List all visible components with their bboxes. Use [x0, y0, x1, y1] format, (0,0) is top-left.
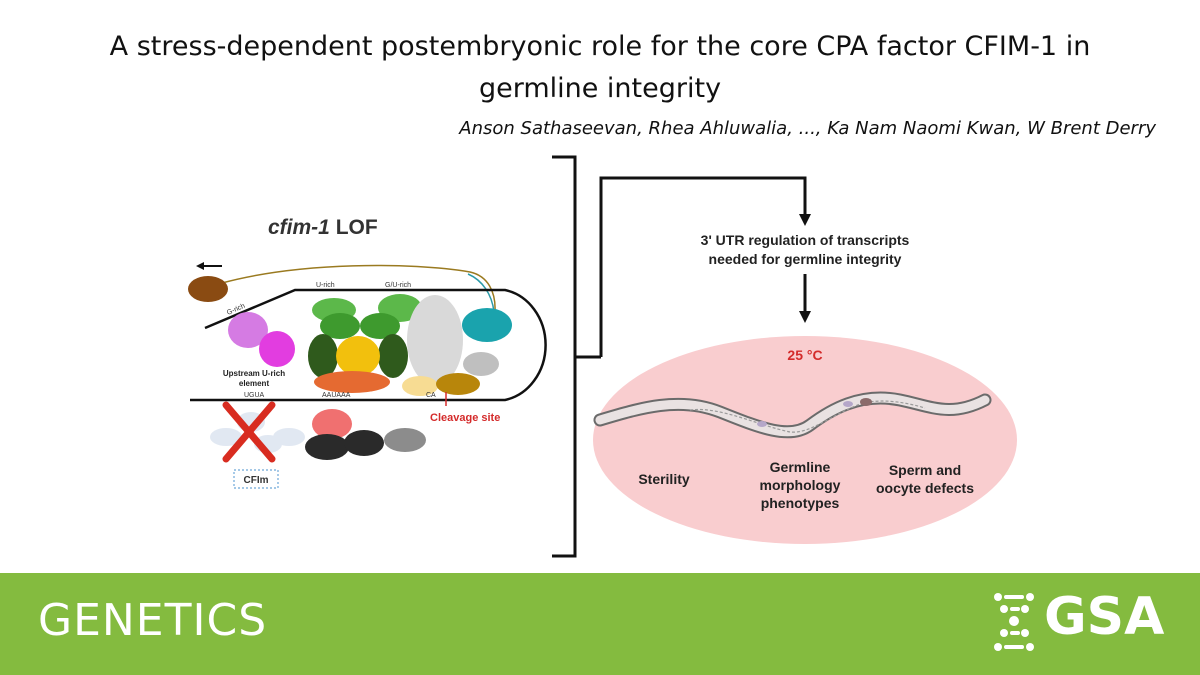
gene-name: cfim-1 [268, 216, 330, 239]
auaaa-label: AAUAAA [322, 392, 351, 399]
regulation-text-line1: 3' UTR regulation of transcripts [701, 232, 910, 248]
gu-rich-label: G/U-rich [385, 282, 411, 289]
phenotype-ellipse [593, 336, 1017, 544]
connector-to-box [599, 176, 807, 357]
upstream-label-line1: Upstream U-rich [223, 369, 285, 378]
cfim-box [233, 469, 279, 489]
loss-x-icon [222, 401, 276, 463]
gray-small-factor [463, 352, 499, 376]
gray-large-factor [407, 295, 463, 385]
green-factor-4 [360, 313, 400, 339]
author-list: Anson Sathaseevan, Rhea Ahluwalia, ..., … [459, 118, 1156, 139]
salmon-factor [312, 409, 352, 439]
purple-factor-1 [228, 312, 268, 348]
upstream-label-line2: element [239, 379, 270, 388]
cfim-label: CFIm [244, 475, 269, 486]
journal-name: GENETICS [38, 595, 268, 646]
ugua-label: UGUA [244, 392, 265, 399]
peach-factor [402, 376, 438, 396]
ca-label: CA [426, 392, 436, 399]
darkgreen-factor-2 [378, 334, 408, 378]
u-rich-label: U-rich [316, 282, 335, 289]
footer-banner: GENETICS GSA [0, 573, 1200, 675]
arrow-head-2 [799, 311, 811, 323]
gsa-logo-text: GSA [1044, 587, 1165, 647]
paper-title: A stress-dependent postembryonic role fo… [109, 31, 1091, 104]
left-panel-title: cfim-1 LOF [268, 216, 378, 239]
phenotype-sterility: Sterility [638, 471, 690, 487]
mrna-hairpin [204, 288, 547, 402]
purple-factor-2 [259, 331, 295, 367]
brown-factor [188, 276, 228, 302]
bracket [552, 155, 577, 558]
worm-illustration [593, 391, 992, 439]
yellow-factor [336, 336, 380, 376]
regulation-text-line2: needed for germline integrity [709, 251, 902, 267]
phenotype-sperm-line2: oocyte defects [876, 480, 974, 496]
arrow-head-1 [799, 214, 811, 226]
gray-factor-bottom [384, 428, 426, 452]
black-factor-1 [305, 434, 349, 460]
phenotype-germline-line1: Germline [770, 459, 831, 475]
phenotype-sperm-line1: Sperm and [889, 462, 961, 478]
rna-tether [221, 264, 496, 313]
temperature-label: 25 °C [787, 347, 822, 363]
green-factor-3 [320, 313, 360, 339]
teal-factor [462, 308, 512, 342]
rna-arrow [196, 262, 222, 270]
graphical-abstract: cfim-1 LOF G-rich U-rich G/U-rich Upstre… [188, 155, 1017, 558]
lof-label: LOF [330, 216, 378, 239]
darkgreen-factor-1 [308, 334, 338, 378]
dna-logo-icon [994, 593, 1034, 651]
black-factor-2 [344, 430, 384, 456]
phenotype-germline-line3: phenotypes [761, 495, 840, 511]
phenotype-germline-line2: morphology [760, 477, 841, 493]
cleavage-site-label: Cleavage site [430, 412, 500, 424]
gold-factor [436, 373, 480, 395]
orange-factor [314, 371, 390, 393]
rna-tether-tail [467, 273, 495, 313]
